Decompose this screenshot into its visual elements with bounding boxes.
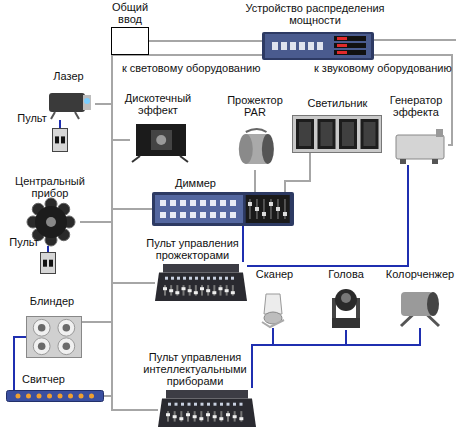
node-label: Центральный прибор	[10, 175, 90, 199]
remote-control: Пульт	[40, 252, 56, 274]
cable-connector	[149, 40, 262, 42]
blinder-fixture: Блиндер	[26, 316, 82, 358]
feed-label: к звуковому оборудованию	[314, 62, 452, 74]
remote-control: Пульт	[52, 128, 68, 152]
node-label: Дискотечный эффект	[118, 92, 198, 116]
switcher-unit: Свитчер	[6, 390, 104, 402]
dimmer-icon	[152, 192, 294, 226]
remote-icon	[52, 128, 68, 152]
laser-fixture: Лазер	[45, 88, 95, 120]
disco-icon	[130, 120, 190, 162]
fog-icon	[392, 125, 448, 165]
cable-connector	[112, 55, 262, 410]
console-icon	[158, 388, 256, 430]
node-label: Голова	[322, 268, 370, 280]
node-label: Сканер	[252, 268, 297, 280]
node-label: Прожектор PAR	[220, 94, 290, 118]
node-label: Блиндер	[22, 295, 82, 307]
feed-label: к световому оборудованию	[122, 62, 260, 74]
light-icon	[292, 115, 382, 153]
cable-connector	[47, 246, 49, 252]
par-icon	[232, 128, 278, 170]
cable-connector	[252, 328, 420, 388]
scanner-icon	[258, 292, 288, 328]
blinder-icon	[26, 316, 82, 358]
cable-connector	[242, 226, 244, 262]
cable-connector	[254, 170, 256, 192]
node-label: Пульт	[6, 236, 42, 248]
sound-feed-wire	[374, 39, 456, 41]
spotlight-console: Пульт управления прожекторами	[155, 262, 247, 304]
node-label: Общий ввод	[105, 1, 155, 25]
cable-connector	[247, 165, 408, 266]
remote-icon	[40, 252, 56, 274]
node-label: Пульт	[14, 112, 50, 124]
node-label: Свитчер	[16, 373, 71, 385]
input-box: Общий ввод	[111, 27, 149, 55]
head-icon	[326, 286, 366, 330]
cable-connector	[80, 55, 262, 222]
dimmer-rack: Диммер	[152, 192, 294, 226]
node-label: Диммер	[168, 177, 223, 189]
cable-connector	[112, 55, 262, 209]
scanner-fixture: Сканер	[258, 292, 288, 328]
node-label: Генератор эффекта	[380, 94, 452, 118]
node-label: Пульт управления интеллектуальными прибо…	[135, 351, 255, 387]
laser-icon	[45, 88, 95, 120]
cable-connector	[59, 120, 61, 128]
moving-head: Голова	[326, 286, 366, 330]
fog-generator: Генератор эффекта	[392, 125, 448, 165]
par-spotlight: Прожектор PAR	[232, 128, 278, 170]
cable-connector	[285, 153, 310, 192]
color-changer: Колорченжер	[395, 288, 445, 328]
cable-connector	[112, 55, 262, 283]
disco-effect: Дискотечный эффект	[130, 120, 190, 162]
rack-icon	[262, 32, 374, 60]
flood-light: Светильник	[292, 115, 382, 153]
colorch-icon	[395, 288, 445, 328]
switcher-icon	[6, 390, 104, 402]
node-label: Лазер	[46, 70, 91, 82]
box-icon	[111, 27, 149, 55]
node-label: Пульт управления прожекторами	[130, 237, 255, 261]
console-icon	[155, 262, 247, 304]
cable-connector	[252, 328, 273, 388]
node-label: Устройство распределения мощности	[240, 2, 390, 26]
cable-connector	[252, 330, 346, 388]
intelligent-console: Пульт управления интеллектуальными прибо…	[158, 388, 256, 430]
power-distributor: Устройство распределения мощности	[262, 32, 374, 60]
node-label: Светильник	[300, 97, 375, 109]
node-label: Колорченжер	[382, 268, 456, 280]
